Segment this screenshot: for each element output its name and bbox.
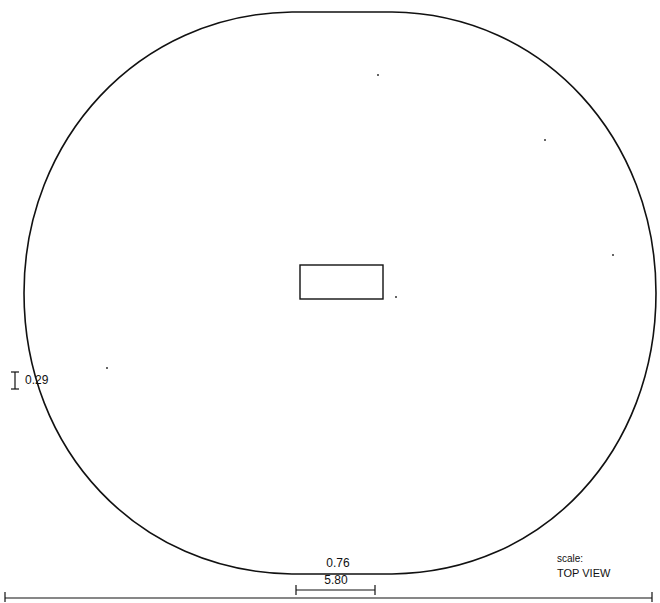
center-rectangle	[300, 265, 383, 299]
dimension-bracket	[11, 372, 19, 389]
dimension-value: 5.80	[324, 574, 347, 587]
scale-note: scale:	[557, 553, 583, 564]
view-title: TOP VIEW	[557, 567, 610, 579]
dimension-value: 0.29	[25, 374, 48, 387]
outer-outline	[24, 12, 656, 574]
dimension-value: 0.76	[326, 557, 349, 570]
overall-dimension-line	[5, 592, 652, 602]
specks	[106, 74, 614, 369]
